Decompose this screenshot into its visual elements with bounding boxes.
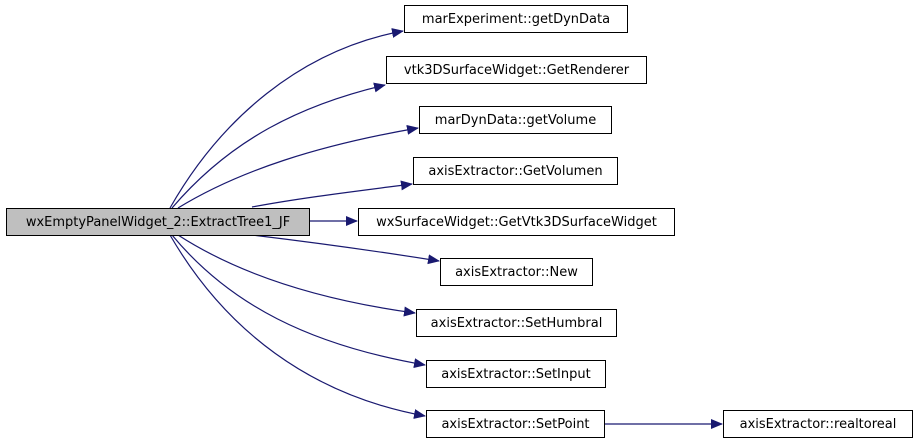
node-realtoreal[interactable]: axisExtractor::realtoreal (723, 410, 913, 438)
node-getrenderer[interactable]: vtk3DSurfaceWidget::GetRenderer (386, 56, 647, 84)
node-getvolumen[interactable]: axisExtractor::GetVolumen (413, 157, 618, 185)
root-node-extracttree1-jf: wxEmptyPanelWidget_2::ExtractTree1_JF (6, 208, 310, 236)
edge-root-to-getrenderer (171, 82, 386, 209)
edge-root-to-setinput (171, 234, 426, 369)
edge-root-to-sethumbral (177, 234, 416, 317)
node-sethumbral[interactable]: axisExtractor::SetHumbral (416, 309, 617, 337)
call-edges (169, 28, 723, 429)
node-setpoint[interactable]: axisExtractor::SetPoint (426, 410, 605, 438)
edge-root-to-getvolumen (251, 180, 413, 208)
edge-root-to-getvolume (177, 124, 419, 209)
node-getvtk3dsurfacewidget[interactable]: wxSurfaceWidget::GetVtk3DSurfaceWidget (358, 208, 675, 236)
node-getvolume[interactable]: marDynData::getVolume (419, 106, 612, 134)
edge-root-to-setpoint (169, 234, 426, 419)
node-setinput[interactable]: axisExtractor::SetInput (426, 360, 606, 388)
edge-root-to-new (251, 234, 440, 265)
node-new[interactable]: axisExtractor::New (440, 258, 593, 286)
node-getdyndata[interactable]: marExperiment::getDynData (404, 5, 628, 33)
edge-root-to-getdyndata (169, 28, 404, 209)
